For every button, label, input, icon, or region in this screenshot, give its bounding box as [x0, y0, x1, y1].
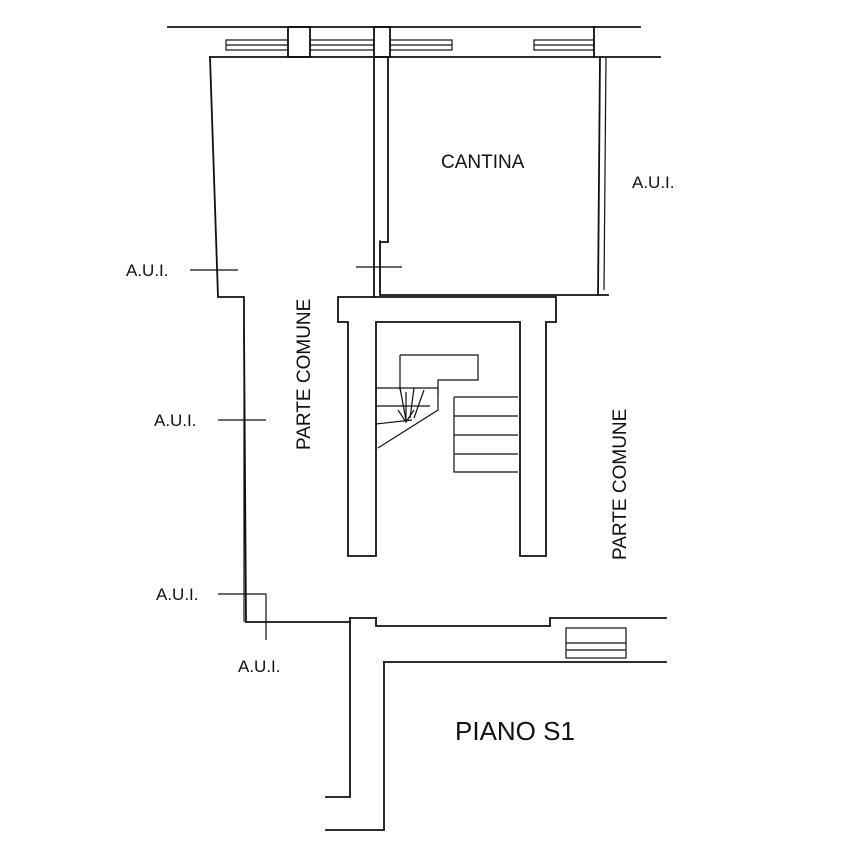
- cantina-label: CANTINA: [441, 152, 525, 173]
- bottom-structure: [325, 617, 667, 831]
- aui-bottom-label: A.U.I.: [238, 657, 281, 676]
- parte-comune-left-label: PARTE COMUNE: [294, 299, 315, 450]
- left-corridor-wall: [209, 56, 375, 623]
- leader-lines: [190, 266, 402, 640]
- aui-top-right-label: A.U.I.: [632, 173, 675, 192]
- aui-left-middle-label: A.U.I.: [154, 411, 197, 430]
- aui-left-lower-label: A.U.I.: [156, 585, 199, 604]
- pillar-top-2: [373, 26, 391, 58]
- stair-core: [337, 296, 557, 557]
- top-wall: [167, 26, 661, 58]
- aui-left-upper-label: A.U.I.: [126, 261, 169, 280]
- cantina-room: [379, 56, 609, 296]
- pillar-top-1: [287, 26, 311, 58]
- floor-title: PIANO S1: [455, 716, 575, 746]
- parte-comune-right-label: PARTE COMUNE: [610, 409, 631, 560]
